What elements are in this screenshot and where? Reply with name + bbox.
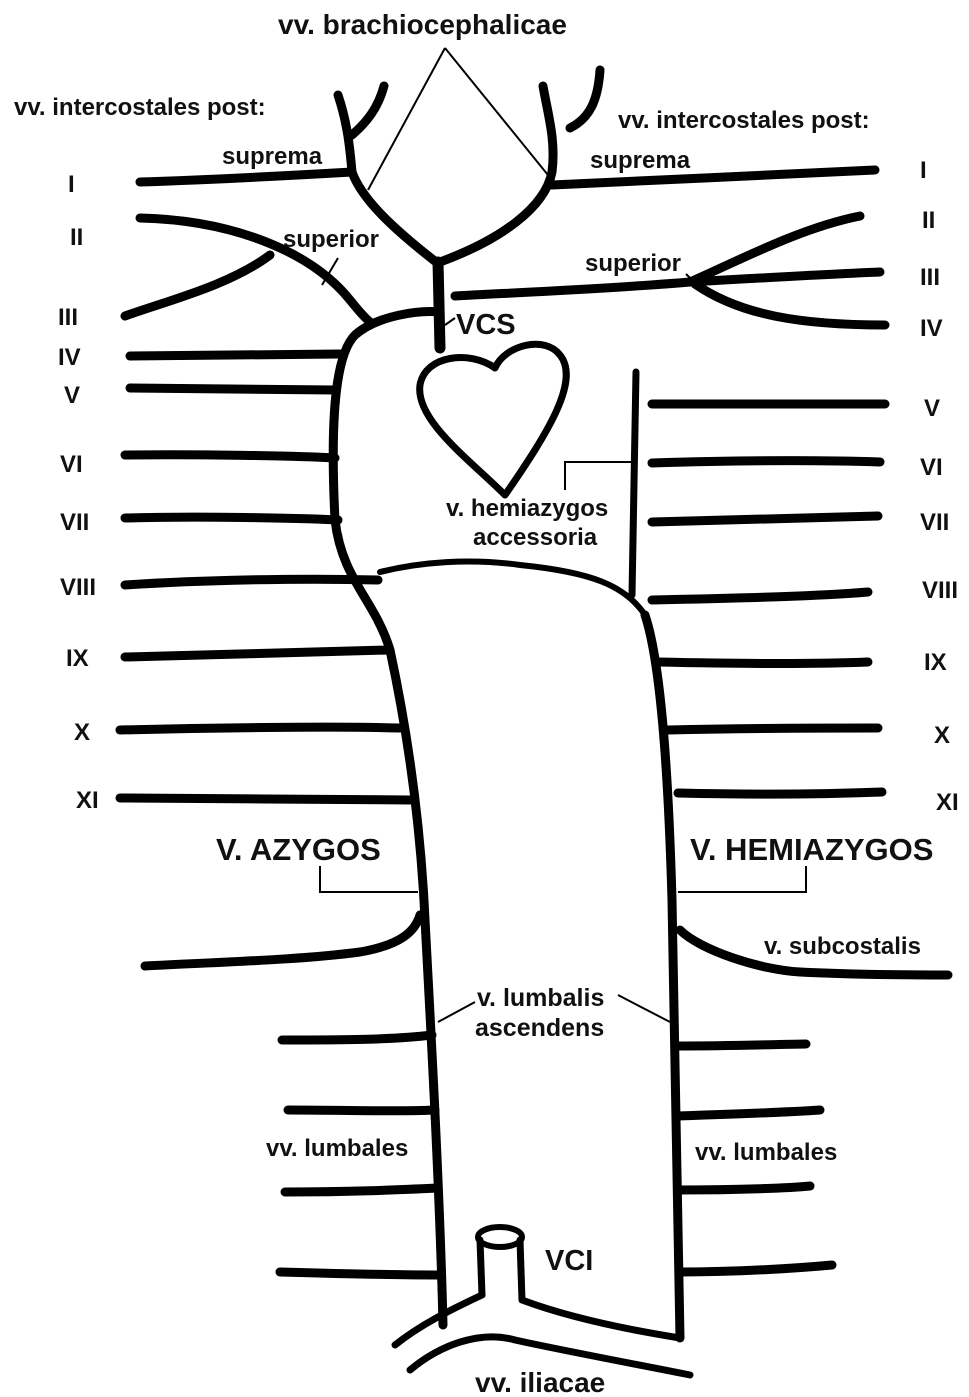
label-lumbalis-ascendens-1: v. lumbalis (477, 984, 604, 1012)
label-hemiazygos: V. HEMIAZYGOS (690, 832, 933, 867)
label-lumbales-right: vv. lumbales (695, 1139, 837, 1166)
label-hemiazygos-accessoria-1: v. hemiazygos (446, 495, 608, 522)
rib-numeral-right: VI (920, 454, 943, 481)
rib-numeral-left: XI (76, 787, 99, 814)
rib-numeral-right: IX (924, 649, 947, 676)
rib-numeral-left: I (68, 171, 75, 198)
rib-numeral-right: I (920, 157, 927, 184)
rib-numeral-left: VI (60, 451, 83, 478)
rib-numeral-right: IV (920, 315, 943, 342)
rib-numeral-right: II (922, 207, 935, 234)
label-vci: VCI (545, 1245, 593, 1277)
label-superior-right: superior (585, 250, 681, 277)
rib-numeral-left: VIII (60, 574, 96, 601)
label-lumbales-left: vv. lumbales (266, 1135, 408, 1162)
rib-numeral-left: IX (66, 645, 89, 672)
rib-numerals-right: I II III IV V VI VII VIII IX X XI (920, 157, 959, 816)
rib-numeral-left: IV (58, 344, 81, 371)
hemiazygos-vein (632, 372, 680, 1338)
rib-numeral-left: II (70, 224, 83, 251)
rib-numeral-right: X (934, 722, 950, 749)
label-superior-left: superior (283, 226, 379, 253)
rib-numeral-left: VII (60, 509, 89, 536)
label-subcostalis: v. subcostalis (764, 933, 921, 960)
label-azygos: V. AZYGOS (216, 832, 381, 867)
label-intercostales-left: vv. intercostales post: (14, 94, 266, 121)
rib-numeral-left: X (74, 719, 90, 746)
rib-numeral-right: V (924, 395, 940, 422)
brachiocephalic-veins (338, 70, 600, 348)
rib-numeral-right: VII (920, 509, 949, 536)
rib-numeral-right: XI (936, 789, 959, 816)
rib-numeral-right: III (920, 264, 940, 291)
label-iliacae: vv. iliacae (475, 1367, 605, 1397)
label-suprema-right: suprema (590, 147, 691, 174)
label-intercostales-right: vv. intercostales post: (618, 107, 870, 134)
heart (420, 344, 567, 495)
label-lumbalis-ascendens-2: ascendens (475, 1014, 604, 1042)
label-vcs: VCS (456, 309, 516, 341)
label-brachiocephalicae: vv. brachiocephalicae (278, 9, 567, 40)
rib-numeral-left: III (58, 304, 78, 331)
label-suprema-left: suprema (222, 143, 323, 170)
label-hemiazygos-accessoria-2: accessoria (473, 524, 598, 551)
rib-numeral-right: VIII (922, 577, 958, 604)
rib-numerals-left: I II III IV V VI VII VIII IX X XI (58, 171, 99, 814)
rib-numeral-left: V (64, 382, 80, 409)
azygos-vein (333, 312, 645, 1325)
